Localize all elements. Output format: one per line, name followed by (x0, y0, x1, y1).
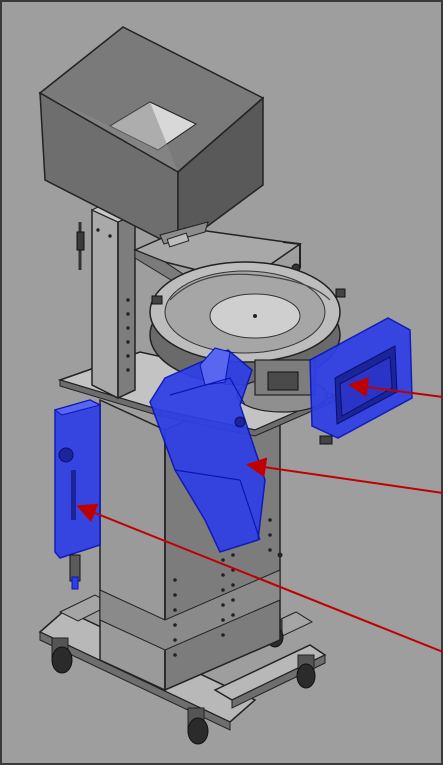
outlet-chute-housing[interactable] (149, 347, 266, 553)
arrow-electrical-box (76, 503, 443, 653)
arrow-outlet-chute (246, 457, 443, 494)
arrow-control-panel (348, 377, 443, 398)
vibratory-bowl (149, 261, 346, 413)
callout-arrows (76, 377, 443, 653)
